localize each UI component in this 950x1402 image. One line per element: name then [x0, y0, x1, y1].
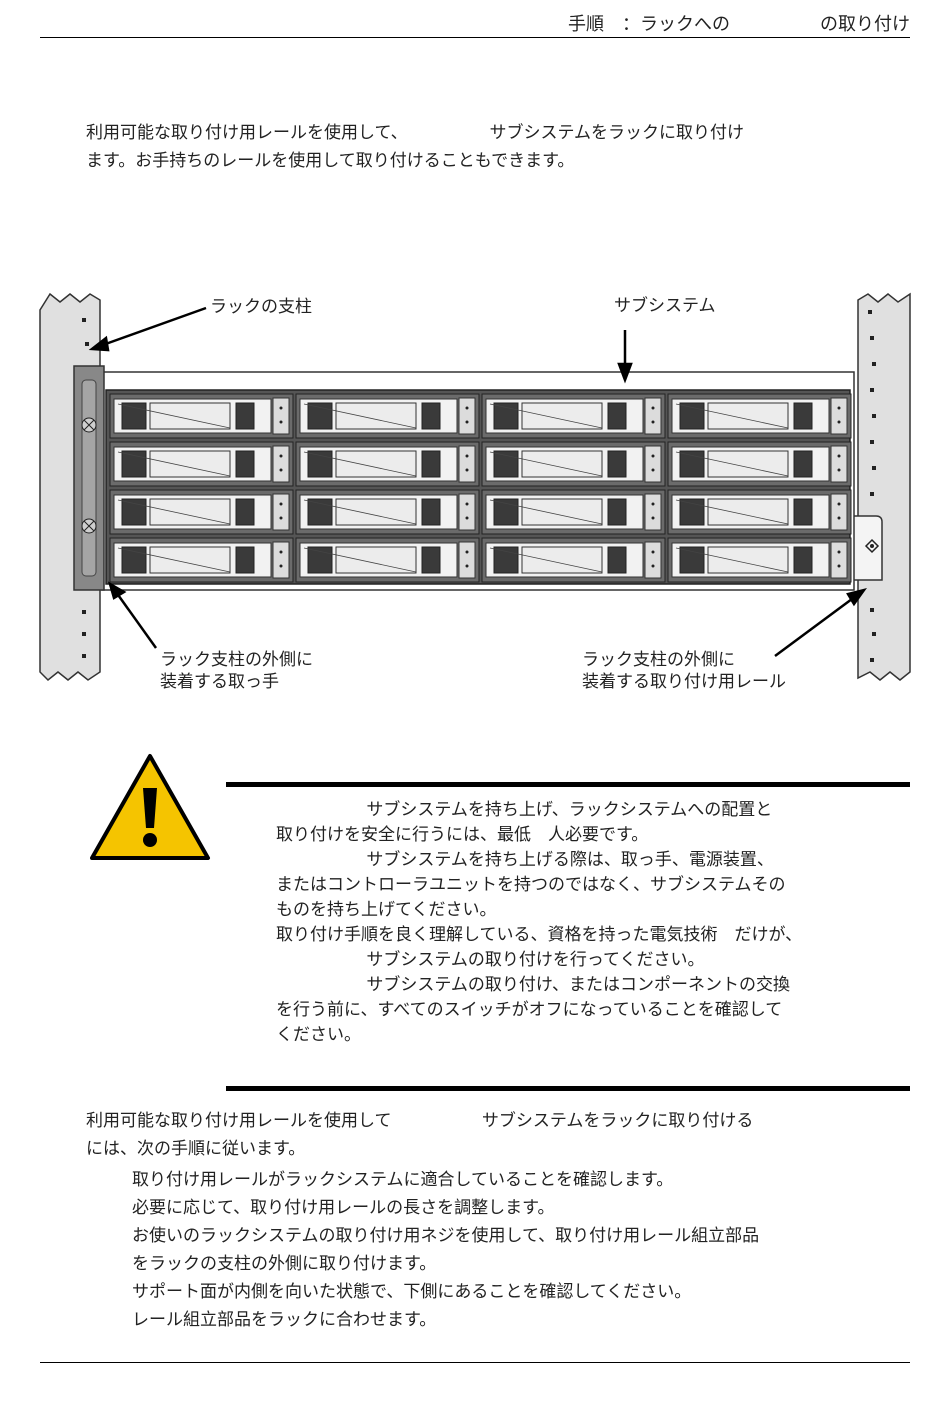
rack-post-label: ラックの支柱	[210, 297, 312, 317]
header-rule	[40, 37, 910, 38]
warning-line: サブシステムを持ち上げ、ラックシステムへの配置と	[276, 800, 773, 820]
procedure-step: をラックの支柱の外側に取り付けます。	[132, 1254, 437, 1274]
warning-top-rule	[226, 782, 910, 787]
rail-label-line-2: 装着する取り付け用レール	[582, 672, 786, 692]
procedure-step: レール組立部品をラックに合わせます。	[132, 1310, 437, 1330]
procedure-steps: 取り付け用レールがラックシステムに適合していることを確認します。必要に応じて、取…	[132, 1166, 759, 1334]
handle-label-line-2: 装着する取っ手	[160, 672, 279, 692]
rail-diamond-icon	[864, 538, 880, 554]
warning-line: またはコントローラユニットを持つのではなく、サブシステムその	[276, 875, 786, 895]
warning-line: 取り付け手順を良く理解している、資格を持った電気技術 だけが、	[276, 925, 803, 945]
callout-arrows	[88, 306, 867, 658]
procedure-intro-line-2: には、次の手順に従います。	[86, 1139, 306, 1159]
procedure-step: サポート面が内側を向いた状態で、下側にあることを確認してください。	[132, 1282, 692, 1302]
left-handle	[73, 365, 105, 591]
procedure-step: 必要に応じて、取り付け用レールの長さを調整します。	[132, 1198, 555, 1218]
warning-line: 取り付けを安全に行うには、最低 人必要です。	[276, 825, 649, 845]
warning-bottom-rule	[226, 1086, 910, 1091]
right-rack-post	[857, 292, 911, 681]
procedure-step: お使いのラックシステムの取り付け用ネジを使用して、取り付け用レール組立部品	[132, 1226, 760, 1246]
page-header-title: 手順 ：ラックへの の取り付け	[568, 14, 910, 35]
rail-label-line-1: ラック支柱の外側に	[582, 650, 735, 670]
warning-line: サブシステムを持ち上げる際は、取っ手、電源装置、	[276, 850, 774, 870]
warning-line: サブシステムの取り付け、またはコンポーネントの交換	[276, 975, 791, 995]
warning-line: ください。	[276, 1025, 361, 1045]
subsystem-label: サブシステム	[614, 296, 716, 316]
handle-label-line-1: ラック支柱の外側に	[160, 650, 313, 670]
warning-text: サブシステムを持ち上げ、ラックシステムへの配置と取り付けを安全に行うには、最低 …	[276, 798, 802, 1048]
warning-triangle-icon	[90, 754, 210, 860]
intro-line-2: ます。お手持ちのレールを使用して取り付けることもできます。	[86, 151, 575, 171]
procedure-step: 取り付け用レールがラックシステムに適合していることを確認します。	[132, 1170, 674, 1190]
warning-line: を行う前に、すべてのスイッチがオフになっていることを確認して	[276, 1000, 783, 1020]
procedure-intro-line-1: 利用可能な取り付け用レールを使用して サブシステムをラックに取り付ける	[86, 1111, 754, 1131]
rack-mount-figure	[39, 292, 911, 682]
warning-line: ものを持ち上げてください。	[276, 900, 497, 920]
warning-line: サブシステムの取り付けを行ってください。	[276, 950, 705, 970]
footer-rule	[40, 1362, 910, 1363]
drive-bays	[105, 389, 852, 585]
intro-line-1: 利用可能な取り付け用レールを使用して、 サブシステムをラックに取り付け	[86, 123, 745, 143]
